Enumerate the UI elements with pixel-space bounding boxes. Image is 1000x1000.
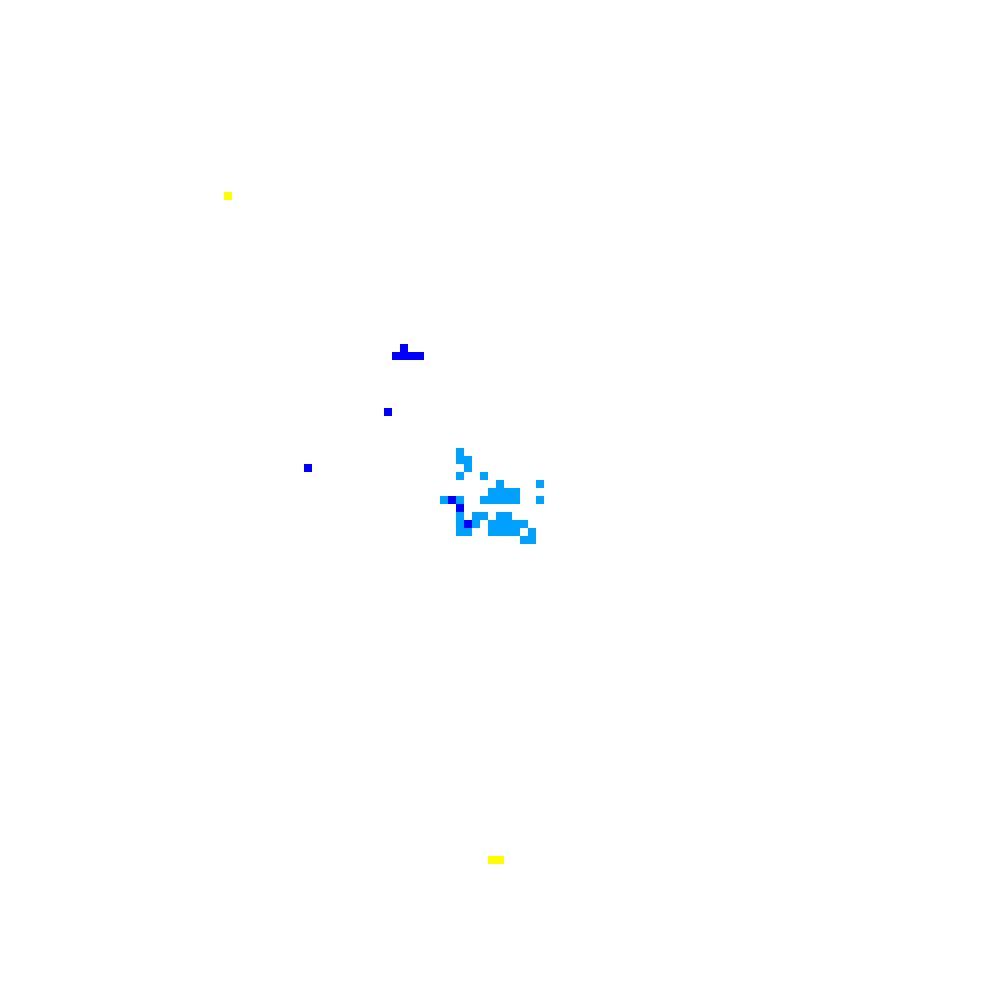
blue-trail-cell	[464, 520, 472, 528]
light-blue-mass-cell	[504, 496, 512, 504]
blue-cluster-top-cell	[400, 352, 408, 360]
light-blue-mass-cell	[512, 496, 520, 504]
light-blue-mass-cell	[520, 520, 528, 528]
light-blue-mass-cell	[440, 496, 448, 504]
yellow-marker-top-cell	[224, 192, 232, 200]
light-blue-mass-cell	[480, 496, 488, 504]
blue-cluster-top-cell	[400, 344, 408, 352]
light-blue-mass-cell	[496, 520, 504, 528]
light-blue-mass-cell	[472, 512, 480, 520]
light-blue-mass-cell	[456, 528, 464, 536]
light-blue-mass-cell	[512, 520, 520, 528]
light-blue-mass-cell	[456, 512, 464, 520]
blue-single-mid-cell	[384, 408, 392, 416]
light-blue-mass-cell	[488, 496, 496, 504]
blue-cluster-top-cell	[392, 352, 400, 360]
light-blue-mass-cell	[480, 472, 488, 480]
light-blue-mass-cell	[456, 496, 464, 504]
light-blue-mass-cell	[456, 448, 464, 456]
light-blue-mass-cell	[504, 488, 512, 496]
light-blue-mass-cell	[512, 528, 520, 536]
light-blue-mass-cell	[464, 456, 472, 464]
blue-trail-cell	[456, 504, 464, 512]
blue-trail-cell	[448, 496, 456, 504]
light-blue-mass-cell	[488, 488, 496, 496]
light-blue-mass-cell	[520, 536, 528, 544]
light-blue-mass-cell	[456, 520, 464, 528]
yellow-marker-bottom-cell	[496, 856, 504, 864]
yellow-marker-bottom-cell	[488, 856, 496, 864]
light-blue-mass-cell	[488, 520, 496, 528]
light-blue-mass-cell	[504, 512, 512, 520]
light-blue-mass-cell	[496, 496, 504, 504]
blue-cluster-top-cell	[408, 352, 416, 360]
light-blue-mass-cell	[456, 456, 464, 464]
light-blue-mass-cell	[528, 528, 536, 536]
light-blue-mass-cell	[528, 536, 536, 544]
light-blue-mass-cell	[496, 480, 504, 488]
light-blue-mass-cell	[456, 472, 464, 480]
blue-cluster-top-cell	[416, 352, 424, 360]
light-blue-mass-cell	[496, 488, 504, 496]
light-blue-mass-cell	[464, 528, 472, 536]
light-blue-mass-cell	[504, 520, 512, 528]
light-blue-mass-cell	[504, 528, 512, 536]
light-blue-mass-cell	[536, 496, 544, 504]
light-blue-mass-cell	[488, 528, 496, 536]
light-blue-mass-cell	[464, 464, 472, 472]
light-blue-mass-cell	[512, 488, 520, 496]
light-blue-mass-cell	[536, 480, 544, 488]
light-blue-mass-cell	[472, 520, 480, 528]
blue-single-left-cell	[304, 464, 312, 472]
light-blue-mass-cell	[496, 512, 504, 520]
light-blue-mass-cell	[480, 512, 488, 520]
light-blue-mass-cell	[496, 528, 504, 536]
